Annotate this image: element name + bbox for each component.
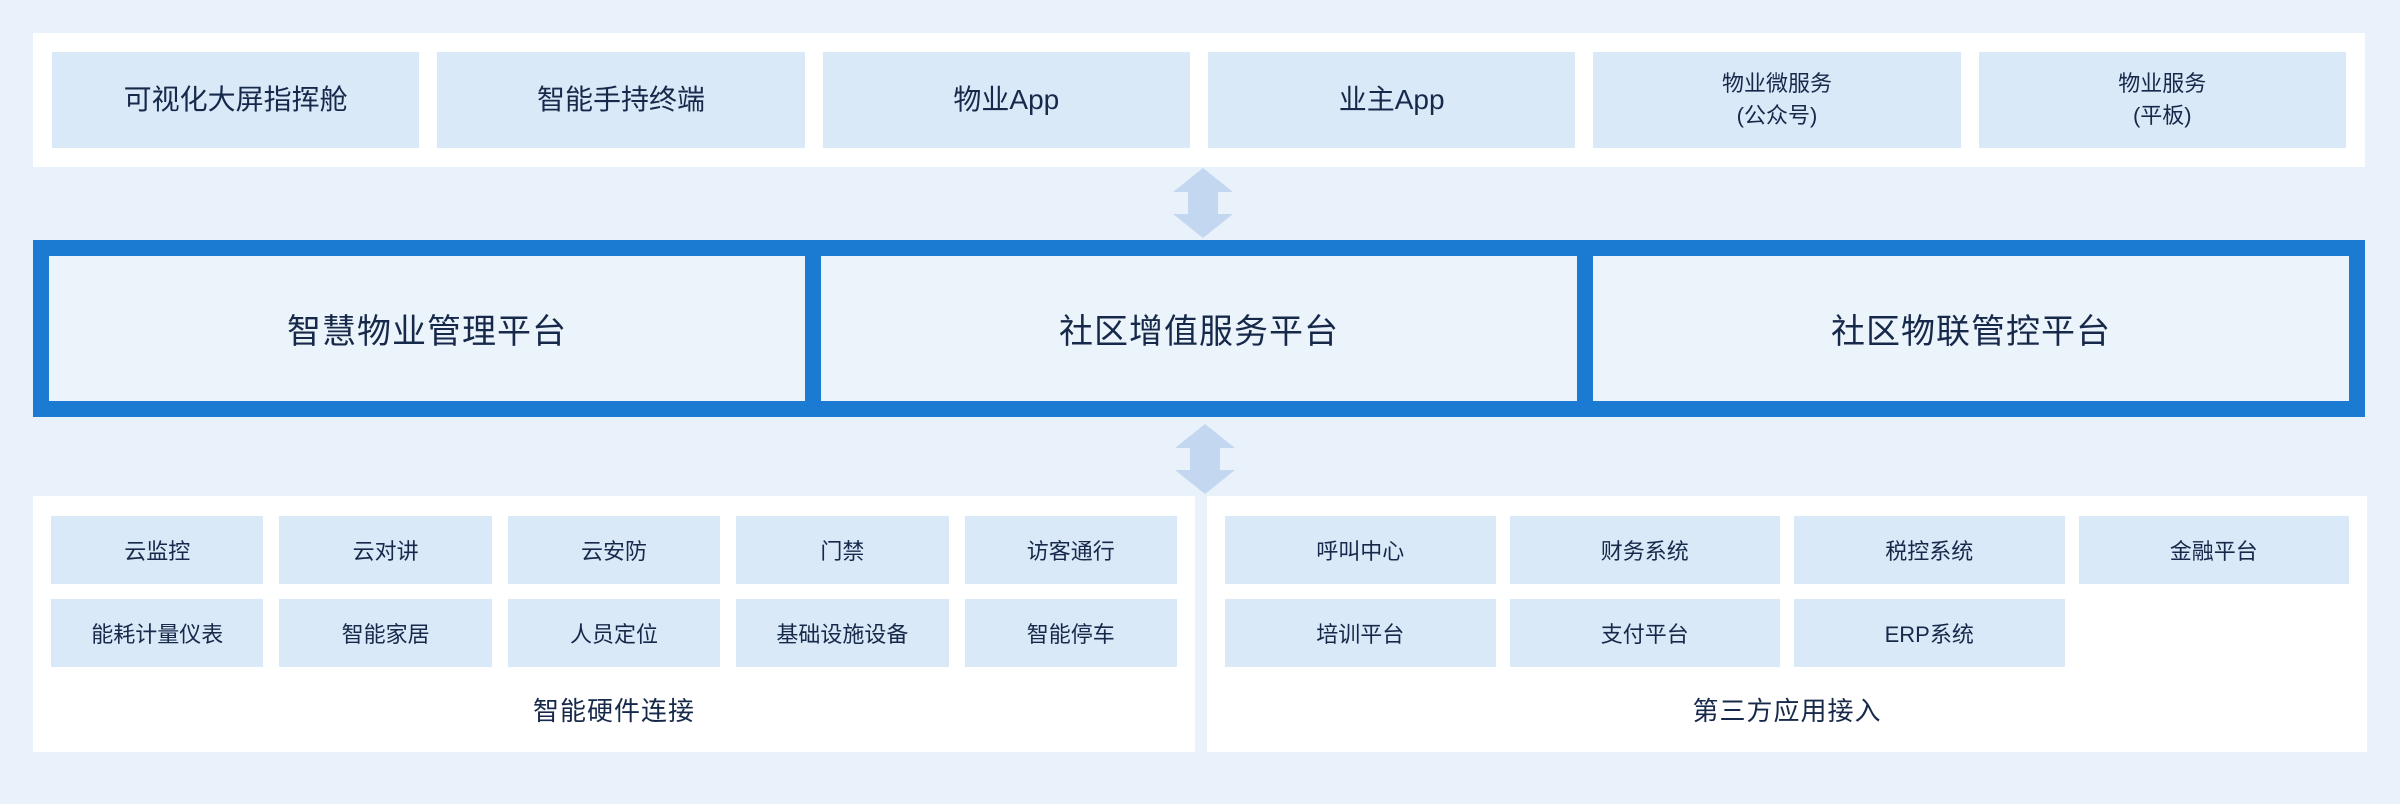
- hardware-label: 智能家居: [341, 622, 430, 647]
- hardware-panel: 云监控 云对讲 云安防 门禁 访客通行 能耗计量仪表 智能家居 人员定位 基础设…: [33, 496, 1195, 752]
- hardware-box-personnel-positioning: 人员定位: [507, 599, 721, 667]
- thirdparty-row-1: 呼叫中心 财务系统 税控系统 金融平台: [1225, 516, 2349, 584]
- hardware-label: 云监控: [124, 539, 191, 564]
- terminal-label: 物业微服务: [1721, 71, 1832, 96]
- thirdparty-group-label: 第三方应用接入: [1692, 696, 1882, 726]
- terminal-label: 业主App: [1338, 84, 1445, 115]
- hardware-label: 云安防: [580, 539, 647, 564]
- terminal-sublabel: (公众号): [1736, 103, 1818, 128]
- platform-box-value-added-service: 社区增值服务平台: [821, 256, 1577, 401]
- thirdparty-label: 呼叫中心: [1316, 539, 1405, 564]
- terminal-label: 智能手持终端: [536, 84, 705, 115]
- thirdparty-label: 支付平台: [1600, 622, 1689, 647]
- hardware-label: 智能停车: [1026, 622, 1115, 647]
- terminal-label: 可视化大屏指挥舱: [123, 84, 348, 115]
- thirdparty-panel: 呼叫中心 财务系统 税控系统 金融平台 培训平台 支付平台 ERP系统 第三方应…: [1207, 496, 2367, 752]
- hardware-label: 基础设施设备: [776, 622, 909, 647]
- terminal-box-handheld: 智能手持终端: [437, 52, 805, 148]
- platform-box-iot-control: 社区物联管控平台: [1593, 256, 2349, 401]
- thirdparty-box-erp-system: ERP系统: [1794, 599, 2065, 667]
- thirdparty-row-2: 培训平台 支付平台 ERP系统: [1225, 599, 2349, 667]
- platform-title: 社区增值服务平台: [1059, 313, 1339, 351]
- platform-title: 智慧物业管理平台: [287, 313, 567, 351]
- hardware-box-smart-parking: 智能停车: [964, 599, 1177, 667]
- hardware-label: 人员定位: [569, 622, 658, 647]
- bidirectional-arrow-icon: [1175, 424, 1235, 494]
- thirdparty-box-finance-system: 财务系统: [1509, 516, 1780, 584]
- terminal-box-command-cabin: 可视化大屏指挥舱: [52, 52, 420, 148]
- platform-band: 智慧物业管理平台 社区增值服务平台 社区物联管控平台: [33, 240, 2365, 417]
- hardware-box-cloud-intercom: 云对讲: [279, 516, 492, 584]
- thirdparty-label: 财务系统: [1600, 539, 1689, 564]
- terminal-box-owner-app: 业主App: [1207, 52, 1576, 148]
- hardware-box-infrastructure: 基础设施设备: [736, 599, 949, 667]
- terminal-box-tablet-service: 物业服务 (平板): [1978, 52, 2346, 148]
- terminal-box-property-app: 物业App: [822, 52, 1190, 148]
- thirdparty-label: ERP系统: [1884, 622, 1974, 647]
- thirdparty-label: 税控系统: [1885, 539, 1974, 564]
- platform-box-property-management: 智慧物业管理平台: [49, 256, 805, 401]
- hardware-row-1: 云监控 云对讲 云安防 门禁 访客通行: [51, 516, 1177, 584]
- terminal-sublabel: (平板): [2132, 103, 2192, 128]
- terminals-panel: 可视化大屏指挥舱 智能手持终端 物业App 业主App 物业微服务 (公众号) …: [33, 33, 2365, 167]
- terminal-box-wechat-service: 物业微服务 (公众号): [1593, 52, 1961, 148]
- hardware-box-cloud-security: 云安防: [507, 516, 721, 584]
- hardware-label: 能耗计量仪表: [91, 622, 224, 647]
- hardware-group-label: 智能硬件连接: [532, 696, 695, 726]
- thirdparty-box-financial-platform: 金融平台: [2078, 516, 2349, 584]
- terminal-label: 物业App: [953, 84, 1060, 115]
- hardware-box-visitor-pass: 访客通行: [964, 516, 1177, 584]
- thirdparty-box-call-center: 呼叫中心: [1225, 516, 1496, 584]
- thirdparty-label: 培训平台: [1316, 622, 1405, 647]
- hardware-box-smart-home: 智能家居: [279, 599, 492, 667]
- hardware-box-cloud-monitoring: 云监控: [51, 516, 264, 584]
- hardware-box-access-control: 门禁: [736, 516, 949, 584]
- hardware-label: 门禁: [820, 539, 865, 564]
- thirdparty-box-payment-platform: 支付平台: [1509, 599, 1780, 667]
- hardware-row-2: 能耗计量仪表 智能家居 人员定位 基础设施设备 智能停车: [51, 599, 1177, 667]
- thirdparty-box-tax-system: 税控系统: [1794, 516, 2065, 584]
- hardware-box-energy-meter: 能耗计量仪表: [51, 599, 264, 667]
- bidirectional-arrow-icon: [1173, 168, 1233, 238]
- thirdparty-empty-slot: [2079, 599, 2350, 667]
- hardware-label: 云对讲: [352, 539, 419, 564]
- platform-title: 社区物联管控平台: [1831, 313, 2111, 351]
- terminal-label: 物业服务: [2118, 71, 2207, 96]
- hardware-label: 访客通行: [1026, 539, 1115, 564]
- thirdparty-label: 金融平台: [2169, 539, 2258, 564]
- thirdparty-box-training-platform: 培训平台: [1225, 599, 1496, 667]
